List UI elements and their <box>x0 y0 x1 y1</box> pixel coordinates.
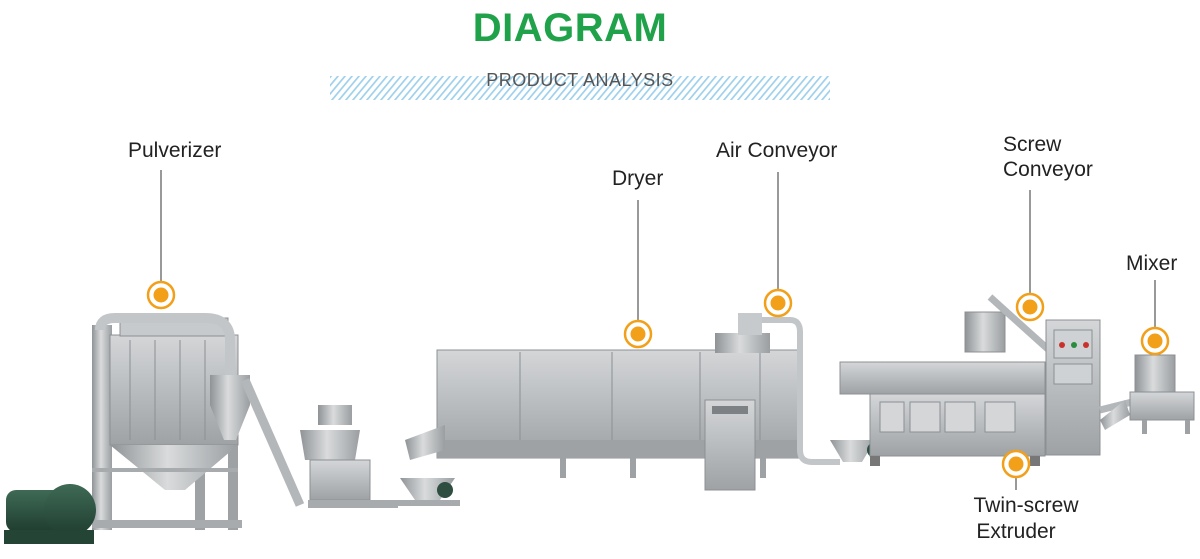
mixer-label: Mixer <box>1126 252 1178 275</box>
mixer-marker-icon <box>1140 326 1170 356</box>
pulverizer-machine <box>4 313 460 544</box>
pulverizer-label: Pulverizer <box>128 139 222 162</box>
diagram-title: DIAGRAM <box>472 6 668 50</box>
twin-screw-label-line1: Twin-screw <box>973 494 1079 517</box>
screw-conveyor-marker-icon <box>1015 292 1045 322</box>
screw-conveyor-label-line2: Conveyor <box>1003 158 1093 181</box>
control-cabinet <box>1045 319 1101 456</box>
screw-conveyor-label-line1: Screw <box>1003 133 1062 156</box>
twin-screw-marker-icon <box>1001 449 1031 479</box>
air-conveyor-label: Air Conveyor <box>716 139 838 162</box>
mixer-machine <box>1099 354 1195 434</box>
diagram-subtitle: PRODUCT ANALYSIS <box>486 70 674 90</box>
twin-screw-label-line2: Extruder <box>976 520 1056 543</box>
dryer-marker-icon <box>623 319 653 349</box>
pulverizer-marker-icon <box>146 280 176 310</box>
dryer-label: Dryer <box>612 167 664 190</box>
dryer-machine <box>405 313 803 491</box>
twin-screw-extruder-machine <box>839 311 1046 466</box>
subtitle-stripe-band <box>330 76 830 100</box>
air-conveyor-marker-icon <box>763 288 793 318</box>
